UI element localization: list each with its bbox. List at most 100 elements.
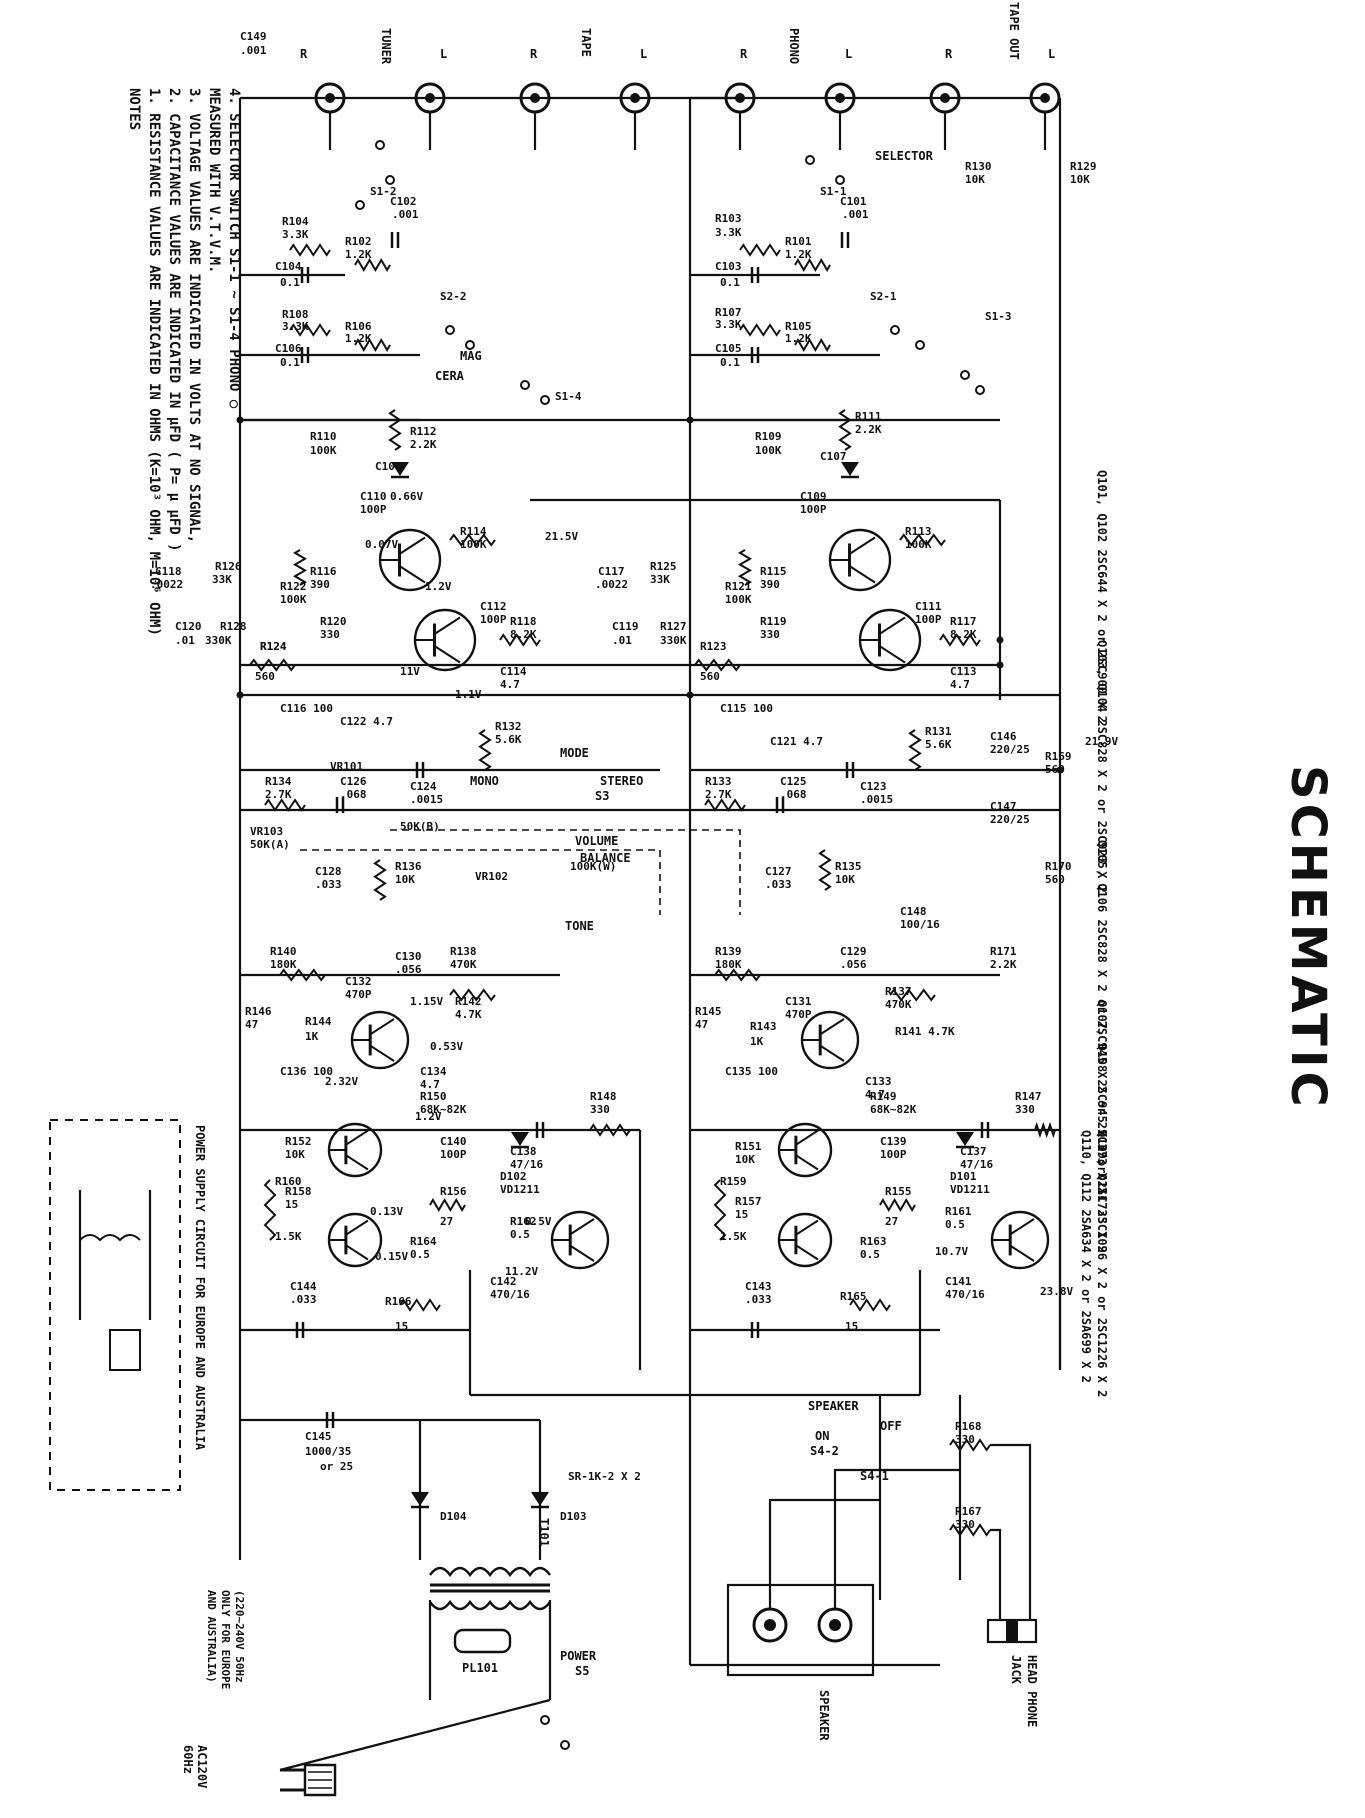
jack-channel: R: [740, 47, 748, 61]
components: [79, 140, 1064, 1750]
label-r150v: 68K~82K: [420, 1103, 467, 1116]
resistor-r113: [899, 533, 946, 547]
resistor-r111: [838, 409, 852, 451]
label-mono: MONO: [470, 774, 499, 788]
label-c121: C121 4.7: [770, 735, 823, 748]
label-v13: 0.15V: [375, 1250, 408, 1263]
resistor-r140: [279, 968, 326, 982]
label-r142v: 4.7K: [455, 1008, 482, 1021]
label-c107: C107: [820, 450, 847, 463]
junction: [686, 691, 694, 699]
label-s2-1: S2-1: [870, 290, 897, 303]
note-line: 1. RESISTANCE VALUES ARE INDICATED IN OH…: [146, 88, 162, 636]
label-r141: R141 4.7K: [895, 1025, 955, 1038]
label-d102v: VD1211: [500, 1183, 540, 1196]
label-r114v: 100K: [460, 538, 487, 551]
label-d101: D101: [950, 1170, 977, 1183]
label-c113: C113: [950, 665, 977, 678]
label-c132v: 470P: [345, 988, 372, 1001]
label-r110v: 100K: [310, 444, 337, 457]
jack-channel: L: [640, 47, 647, 61]
transistor-q106: [369, 1018, 395, 1036]
transistor-q101: [848, 536, 876, 555]
label-c130: C130: [395, 950, 422, 963]
label-r129: R129: [1070, 160, 1097, 173]
label-d104: D104: [440, 1510, 467, 1523]
transistor-q109: [795, 1244, 819, 1261]
switch-s1-2: [355, 200, 365, 210]
label-c126: C126: [340, 775, 367, 788]
label-v10: 2.32V: [325, 1075, 358, 1088]
label-r140: R140: [270, 945, 297, 958]
resistor-r114: [449, 533, 496, 547]
jack-channel: R: [530, 47, 538, 61]
label-r170: R170: [1045, 860, 1072, 873]
label-r157v: 15: [735, 1208, 748, 1221]
label-vr101: VR101: [330, 760, 363, 773]
label-c140: C140: [440, 1135, 467, 1148]
label-r122: R122: [280, 580, 307, 593]
label-r136v: 10K: [395, 873, 415, 886]
note-line: MEASURED WITH V.T.V.M.: [206, 88, 222, 273]
label-r138: R138: [450, 945, 477, 958]
label-r162v: 0.5: [510, 1228, 530, 1241]
label-r120v: 330: [320, 628, 340, 641]
mains: [279, 1698, 551, 1772]
transistor-q103: [878, 616, 906, 635]
speaker-jack-l: [817, 1607, 853, 1643]
label-c108: C108: [375, 460, 402, 473]
label-r104: R104: [282, 215, 309, 228]
label-r137v: 470K: [885, 998, 912, 1011]
label-r127: R127: [660, 620, 687, 633]
label-d101v: VD1211: [950, 1183, 990, 1196]
label-v1: 0.66V: [390, 490, 423, 503]
transistor-line: Q109, Q111 2SC1096 X 2 or 2SC1226 X 2: [1095, 1130, 1109, 1397]
label-r160v: 1.5K: [275, 1230, 302, 1243]
label-r107v: 3.3K: [715, 318, 742, 331]
junction: [996, 636, 1004, 644]
label-v5: 1.1V: [455, 688, 482, 701]
label-c124v: .0015: [410, 793, 443, 806]
label-r129v: 10K: [1070, 173, 1090, 186]
label-v6: 21.5V: [545, 530, 578, 543]
resistor-r134: [264, 798, 306, 812]
speaker-label: SPEAKER: [817, 1690, 831, 1741]
label-sr: SR-1K-2 X 2: [568, 1470, 641, 1483]
label-r162: R162: [510, 1215, 537, 1228]
diode-d103: [531, 1492, 549, 1506]
label-d102: D102: [500, 1170, 527, 1183]
label-r131: R131: [925, 725, 952, 738]
label-v9: 0.53V: [430, 1040, 463, 1053]
label-c135: C135 100: [725, 1065, 778, 1078]
label-r118: R118: [510, 615, 537, 628]
label-r170v: 560: [1045, 873, 1065, 886]
label-vr103: VR103: [250, 825, 283, 838]
jack-group-tapeout: TAPE OUT: [1007, 2, 1021, 60]
label-r125v: 33K: [650, 573, 670, 586]
resistor-r133: [704, 798, 746, 812]
label-r101v: 1.2K: [785, 248, 812, 261]
psu-europe-box: POWER SUPPLY CIRCUIT FOR EUROPE AND AUST…: [49, 1119, 207, 1491]
transistor-q101: [848, 565, 876, 584]
label-speaker-switch: SPEAKER: [808, 1399, 859, 1413]
label-v7: 21.9V: [1085, 735, 1118, 748]
resistor-r132: [478, 729, 492, 771]
headphone-wire: [990, 1443, 1032, 1620]
switch-s1-2: [385, 175, 395, 185]
jack-pin: [425, 93, 435, 103]
jack-channel: R: [300, 47, 308, 61]
resistor-r160: [263, 1179, 277, 1241]
label-r150: R150: [420, 1090, 447, 1103]
label-r108: R108: [282, 308, 309, 321]
transistor-q111: [1009, 1218, 1035, 1236]
diode-d101: [956, 1132, 974, 1146]
label-c148: C148: [900, 905, 927, 918]
label-c146v: 220/25: [990, 743, 1030, 756]
label-r145: R145: [695, 1005, 722, 1018]
label-c145v2: or 25: [320, 1460, 353, 1473]
speaker-r-wire: [768, 1498, 880, 1610]
label-c145: C145: [305, 1430, 332, 1443]
resistor-r124: [249, 658, 296, 672]
transistor-q110: [345, 1219, 369, 1236]
label-s3: S3: [595, 789, 609, 803]
